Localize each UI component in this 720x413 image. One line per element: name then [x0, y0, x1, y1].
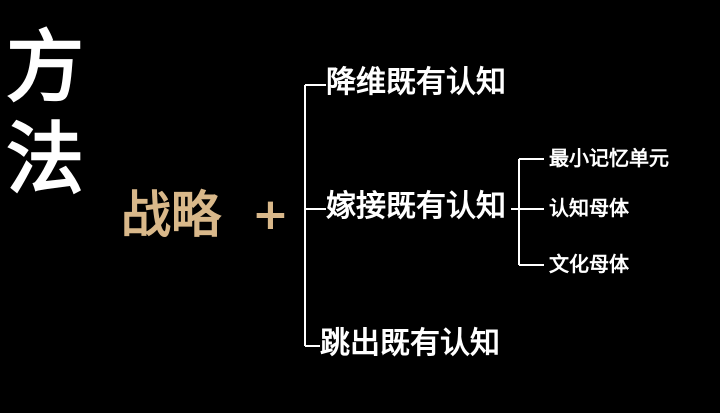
leaf-cultural-matrix: 文化母体	[549, 252, 629, 276]
leaf-cognitive-matrix: 认知母体	[549, 196, 629, 220]
strategy-label: 战略	[121, 186, 221, 244]
plus-operator: +	[252, 189, 289, 240]
branch-lower-dimension: 降维既有认知	[326, 65, 506, 100]
leaf-min-memory-unit: 最小记忆单元	[549, 146, 669, 170]
title-char-1: 方	[6, 23, 85, 113]
branch-graft: 嫁接既有认知	[326, 189, 506, 224]
title-char-2: 法	[6, 115, 85, 205]
branch-jump-out: 跳出既有认知	[320, 326, 500, 361]
page-title: 方 法	[6, 22, 101, 206]
